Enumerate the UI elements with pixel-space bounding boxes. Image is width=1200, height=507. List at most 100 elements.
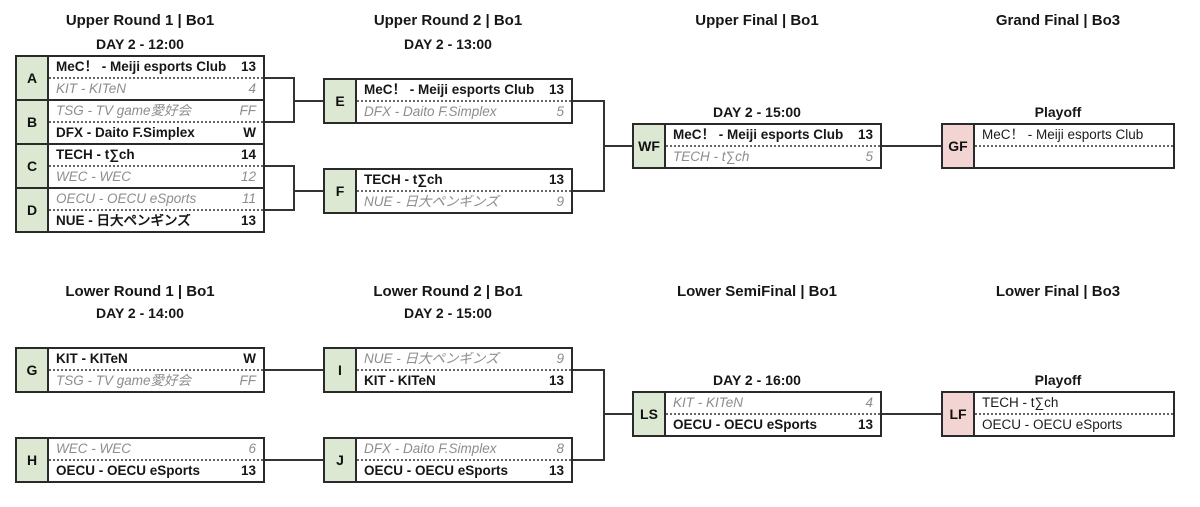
team-score: 14 — [240, 147, 256, 163]
team-name: NUE - 日大ペンギンズ — [56, 214, 191, 228]
match-label-A: A — [17, 57, 49, 99]
team-name: KIT - KITeN — [364, 374, 436, 388]
team-name: TSG - TV game愛好会 — [56, 104, 192, 118]
match-C-slot-2: WEC - WEC 12 — [49, 165, 263, 187]
schedule-lower-round1: DAY 2 - 14:00 — [96, 305, 184, 321]
team-name: TSG - TV game愛好会 — [56, 374, 192, 388]
team-name: MeC！ - Meiji esports Club — [364, 83, 535, 97]
match-H-slot-1: WEC - WEC 6 — [49, 439, 263, 459]
match-C-slot-1: TECH - t∑ch 14 — [49, 145, 263, 165]
match-G-slot-2: TSG - TV game愛好会 FF — [49, 369, 263, 391]
match-J-slot-2: OECU - OECU eSports 13 — [357, 459, 571, 481]
team-score: FF — [239, 373, 257, 389]
connector-line — [293, 100, 325, 102]
match-LF: LF TECH - t∑ch OECU - OECU eSports — [941, 391, 1175, 437]
connector-line — [265, 121, 293, 123]
match-G: G KIT - KITeN W TSG - TV game愛好会 FF — [15, 347, 265, 393]
team-name: MeC！ - Meiji esports Club — [982, 128, 1144, 142]
team-name: TECH - t∑ch — [364, 173, 443, 187]
match-F-slot-2: NUE - 日大ペンギンズ 9 — [357, 190, 571, 212]
team-name: KIT - KITeN — [56, 352, 128, 366]
match-I: I NUE - 日大ペンギンズ 9 KIT - KITeN 13 — [323, 347, 573, 393]
team-score: 13 — [240, 213, 256, 229]
match-WF: WF MeC！ - Meiji esports Club 13 TECH - t… — [632, 123, 882, 169]
team-name: NUE - 日大ペンギンズ — [364, 352, 499, 366]
team-name: OECU - OECU eSports — [982, 418, 1123, 432]
team-score: 13 — [548, 373, 564, 389]
team-score: 4 — [865, 395, 873, 411]
match-LS: LS KIT - KITeN 4 OECU - OECU eSports 13 — [632, 391, 882, 437]
match-B-slot-2: DFX - Daito F.Simplex W — [49, 121, 263, 143]
match-LS-slot-2: OECU - OECU eSports 13 — [666, 413, 880, 435]
match-A: A MeC！ - Meiji esports Club 13 KIT - KIT… — [17, 57, 263, 99]
team-score: 5 — [865, 149, 873, 165]
match-label-E: E — [325, 80, 357, 122]
title-lower-round1: Lower Round 1 | Bo1 — [65, 283, 215, 300]
team-name: DFX - Daito F.Simplex — [56, 126, 195, 140]
match-I-slot-1: NUE - 日大ペンギンズ 9 — [357, 349, 571, 369]
title-lower-final: Lower Final | Bo3 — [995, 283, 1121, 300]
match-B: B TSG - TV game愛好会 FF DFX - Daito F.Simp… — [17, 99, 263, 143]
team-score: 9 — [556, 194, 564, 210]
team-score: 6 — [248, 441, 256, 457]
title-grand-final: Grand Final | Bo3 — [995, 12, 1121, 29]
title-lower-semifinal: Lower SemiFinal | Bo1 — [676, 283, 838, 300]
connector-line — [603, 413, 634, 415]
team-score: 8 — [556, 441, 564, 457]
match-C: C TECH - t∑ch 14 WEC - WEC 12 — [17, 143, 263, 187]
connector-line — [293, 165, 295, 211]
schedule-upper-final: DAY 2 - 15:00 — [713, 104, 801, 120]
team-name: WEC - WEC — [56, 170, 131, 184]
team-score: 13 — [548, 82, 564, 98]
team-score: 9 — [556, 351, 564, 367]
match-label-WF: WF — [634, 125, 666, 167]
connector-line — [265, 209, 293, 211]
connector-line — [293, 190, 325, 192]
title-upper-round2: Upper Round 2 | Bo1 — [373, 12, 523, 29]
connector-line — [265, 459, 323, 461]
team-name: OECU - OECU eSports — [364, 464, 509, 478]
match-E-slot-2: DFX - Daito F.Simplex 5 — [357, 100, 571, 122]
match-A-slot-2: KIT - KITeN 4 — [49, 77, 263, 99]
team-name: KIT - KITeN — [673, 396, 744, 410]
match-F-slot-1: TECH - t∑ch 13 — [357, 170, 571, 190]
team-score: 5 — [556, 104, 564, 120]
team-score: 12 — [240, 169, 256, 185]
team-score: 13 — [857, 127, 873, 143]
team-name: OECU - OECU eSports — [673, 418, 818, 432]
team-name: TECH - t∑ch — [982, 396, 1059, 410]
team-name: TECH - t∑ch — [673, 150, 750, 164]
match-label-I: I — [325, 349, 357, 391]
team-score: 13 — [857, 417, 873, 433]
match-D: D OECU - OECU eSports 11 NUE - 日大ペンギンズ 1… — [17, 187, 263, 231]
schedule-upper-round2: DAY 2 - 13:00 — [404, 36, 492, 52]
team-score: 13 — [548, 172, 564, 188]
match-WF-slot-2: TECH - t∑ch 5 — [666, 145, 880, 167]
team-score: W — [243, 125, 256, 141]
match-WF-slot-1: MeC！ - Meiji esports Club 13 — [666, 125, 880, 145]
connector-line — [265, 77, 293, 79]
match-label-G: G — [17, 349, 49, 391]
connector-line — [573, 190, 603, 192]
match-D-slot-1: OECU - OECU eSports 11 — [49, 189, 263, 209]
match-D-slot-2: NUE - 日大ペンギンズ 13 — [49, 209, 263, 231]
connector-line — [265, 369, 323, 371]
connector-line — [265, 165, 293, 167]
match-H-slot-2: OECU - OECU eSports 13 — [49, 459, 263, 481]
team-score: 4 — [248, 81, 256, 97]
team-score: 11 — [241, 191, 256, 207]
team-score: W — [243, 351, 256, 367]
connector-line — [882, 413, 941, 415]
connector-line — [603, 369, 605, 461]
match-label-F: F — [325, 170, 357, 212]
team-name: MeC！ - Meiji esports Club — [673, 128, 844, 142]
match-H: H WEC - WEC 6 OECU - OECU eSports 13 — [15, 437, 265, 483]
team-name: OECU - OECU eSports — [56, 192, 197, 206]
title-upper-final: Upper Final | Bo1 — [695, 12, 819, 29]
title-upper-round1: Upper Round 1 | Bo1 — [65, 12, 215, 29]
team-name: DFX - Daito F.Simplex — [364, 442, 497, 456]
team-name: KIT - KITeN — [56, 82, 127, 96]
match-label-LF: LF — [943, 393, 975, 435]
match-J: J DFX - Daito F.Simplex 8 OECU - OECU eS… — [323, 437, 573, 483]
